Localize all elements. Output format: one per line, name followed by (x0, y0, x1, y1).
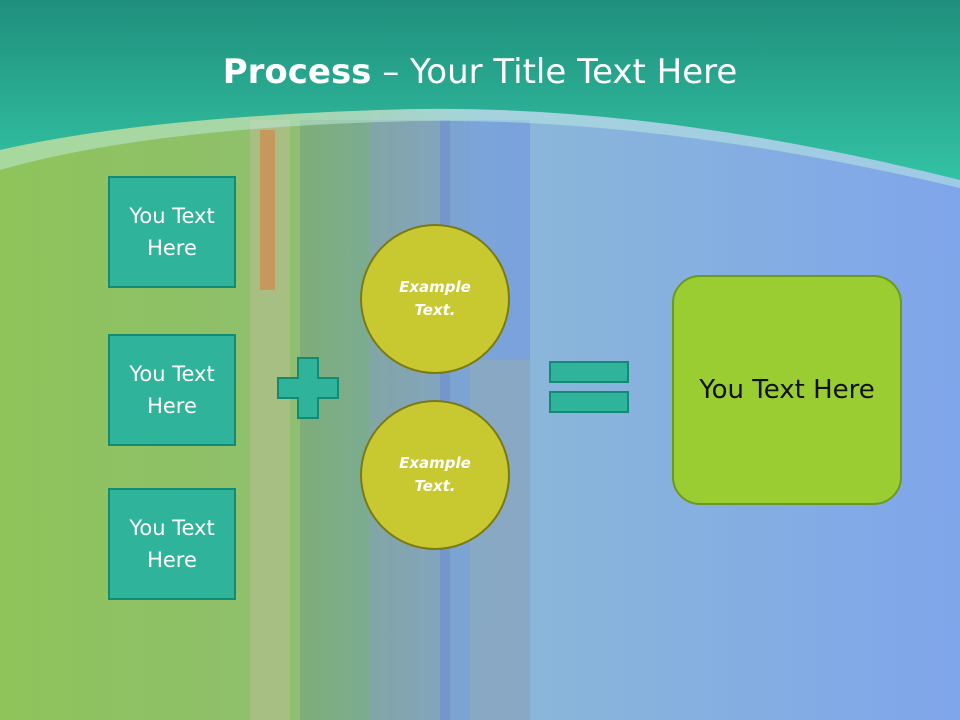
text-box-label: You Text Here (129, 204, 215, 260)
text-box-3: You Text Here (108, 488, 236, 600)
page-title: Process – Your Title Text Here (0, 52, 960, 92)
text-box-2: You Text Here (108, 334, 236, 446)
plus-icon (277, 357, 339, 419)
title-rest: – Your Title Text Here (382, 52, 738, 92)
text-box-1: You Text Here (108, 176, 236, 288)
circle-label: Example Text. (399, 454, 471, 495)
circle-label: Example Text. (399, 278, 471, 319)
example-circle-1: Example Text. (360, 224, 510, 374)
text-box-label: You Text Here (129, 516, 215, 572)
result-box: You Text Here (672, 275, 902, 505)
text-box-label: You Text Here (129, 362, 215, 418)
result-label: You Text Here (699, 375, 875, 405)
example-circle-2: Example Text. (360, 400, 510, 550)
equals-icon (549, 361, 629, 413)
title-bold: Process (222, 52, 372, 92)
